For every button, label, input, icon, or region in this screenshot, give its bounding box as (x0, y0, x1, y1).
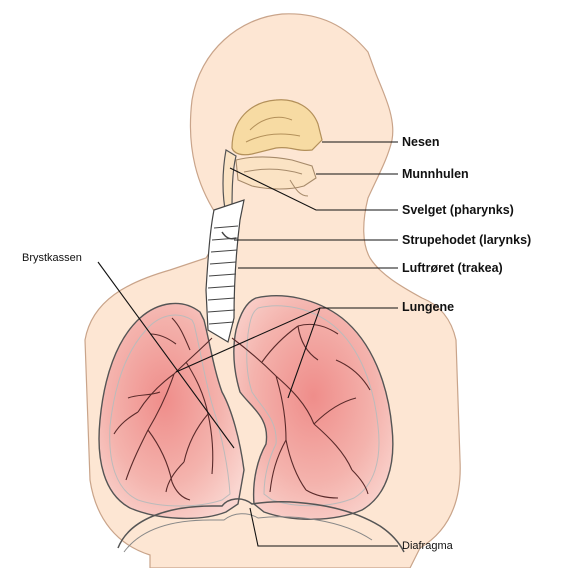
label-diafragma: Diafragma (402, 540, 453, 552)
label-strupehodet: Strupehodet (larynks) (402, 233, 531, 247)
label-brystkassen: Brystkassen (22, 252, 82, 264)
label-nesen: Nesen (402, 135, 440, 149)
label-lungene: Lungene (402, 300, 454, 314)
label-svelget: Svelget (pharynks) (402, 203, 514, 217)
label-luftroret: Luftrøret (trakea) (402, 261, 503, 275)
label-munnhulen: Munnhulen (402, 167, 469, 181)
